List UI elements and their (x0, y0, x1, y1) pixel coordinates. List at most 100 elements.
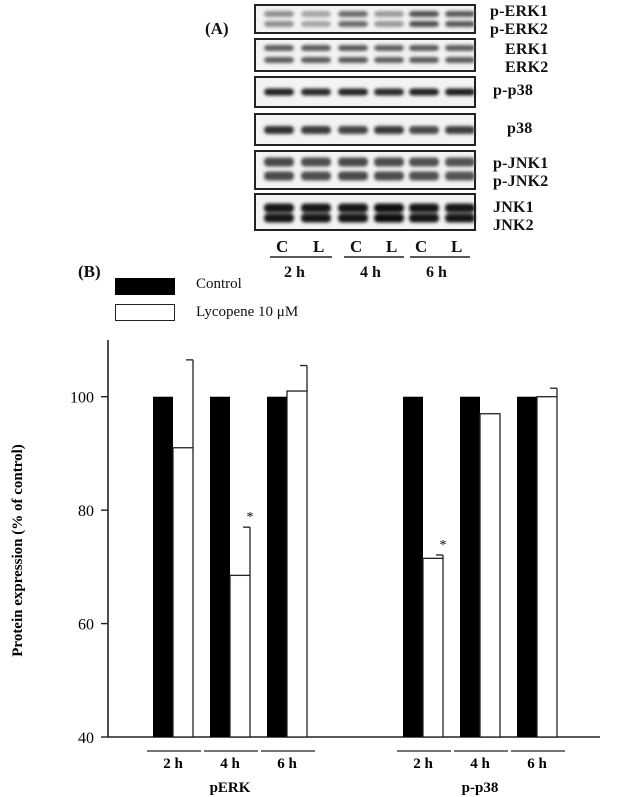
blot-band (264, 126, 294, 134)
blot-band (374, 126, 404, 134)
lane-label: L (386, 237, 398, 256)
blot-band (338, 157, 368, 167)
blot-band (301, 171, 331, 181)
blot-label-erk: ERK1 ERK2 (505, 41, 548, 77)
blot-band (374, 11, 404, 17)
lane-label: L (313, 237, 325, 256)
lane-label: C (350, 237, 363, 256)
time-label-6h: 6 h (426, 264, 447, 281)
category-label: 4 h (470, 756, 490, 772)
blot-label-line: p-ERK2 (490, 21, 549, 38)
panel-a-label: (A) (205, 19, 229, 38)
blot-band (409, 203, 439, 213)
blot-band (374, 88, 404, 96)
blot-band (409, 45, 439, 51)
blot-label-line: p-JNK2 (493, 173, 549, 190)
blot-panel-p-jnk (254, 150, 476, 190)
blot-band (338, 171, 368, 181)
bar-control (267, 396, 287, 737)
category-label: 4 h (220, 756, 240, 772)
lane-label: L (451, 237, 463, 256)
blot-bands (264, 11, 475, 223)
blot-band (409, 57, 439, 63)
blot-label-line: JNK2 (493, 217, 534, 234)
blot-band (445, 157, 475, 167)
blot-band (374, 157, 404, 167)
bar-control (517, 396, 537, 737)
blot-band (445, 88, 475, 96)
blot-band (301, 21, 331, 27)
blot-band (264, 157, 294, 167)
blot-band (445, 57, 475, 63)
group-label: p-p38 (462, 780, 499, 796)
y-tick-label: 40 (78, 730, 94, 747)
blot-band (264, 88, 294, 96)
time-label-2h: 2 h (284, 264, 305, 281)
blot-band (445, 203, 475, 213)
blot-band (338, 45, 368, 51)
category-label: 2 h (163, 756, 183, 772)
blot-band (338, 203, 368, 213)
blot-band (301, 203, 331, 213)
legend-swatch-control (115, 278, 175, 295)
lane-underlines (270, 256, 470, 258)
category-label: 6 h (527, 756, 547, 772)
blot-label-line: ERK2 (505, 59, 549, 76)
group-label: pERK (210, 780, 251, 796)
blot-band (374, 57, 404, 63)
blot-band (374, 45, 404, 51)
blot-band (409, 21, 439, 27)
bar-lycopene (536, 396, 558, 738)
blot-band (338, 21, 368, 27)
blot-band (338, 57, 368, 63)
legend-swatch-lycopene (115, 304, 175, 321)
lane-label: C (415, 237, 428, 256)
blot-band (409, 88, 439, 96)
blot-band (338, 213, 368, 223)
blot-band (264, 203, 294, 213)
blot-label-p-erk: p-ERK1 p-ERK2 (490, 3, 548, 39)
blot-band (301, 157, 331, 167)
blot-band (374, 171, 404, 181)
bar-lycopene (229, 574, 251, 738)
blot-band (374, 203, 404, 213)
blot-band (338, 11, 368, 17)
blot-band (409, 157, 439, 167)
y-tick-label: 60 (78, 617, 94, 634)
blot-band (409, 171, 439, 181)
bar-lycopene (422, 557, 444, 738)
significance-marker: * (440, 538, 447, 553)
blot-band (445, 213, 475, 223)
blot-label-line: p-ERK1 (490, 3, 549, 20)
bar-lycopene (479, 413, 501, 738)
blot-label-p-p38: p-p38 (493, 82, 533, 100)
blot-band (338, 126, 368, 134)
blot-band (301, 57, 331, 63)
blot-label-line: p38 (507, 120, 533, 137)
blot-label-p-jnk: p-JNK1 p-JNK2 (493, 155, 548, 191)
blot-band (409, 11, 439, 17)
bar-control (210, 396, 230, 737)
blot-band (445, 21, 475, 27)
blot-band (264, 21, 294, 27)
category-label: 2 h (413, 756, 433, 772)
blot-label-line: ERK1 (505, 41, 549, 58)
blot-band (301, 11, 331, 17)
lane-label: C (276, 237, 289, 256)
legend-label-lycopene: Lycopene 10 μM (196, 304, 299, 320)
blot-band (301, 88, 331, 96)
bar-control (403, 396, 423, 737)
bar-lycopene (172, 447, 194, 738)
y-tick-label: 80 (78, 503, 94, 520)
panel-b-label: (B) (78, 262, 101, 281)
legend-label-control: Control (196, 276, 242, 292)
blot-band (445, 171, 475, 181)
blot-label-p38: p38 (507, 120, 533, 138)
blot-label-jnk: JNK1 JNK2 (493, 199, 534, 235)
blot-band (409, 213, 439, 223)
blot-label-line: p-p38 (493, 82, 534, 99)
blot-band (264, 45, 294, 51)
blot-label-line: JNK1 (493, 199, 534, 216)
blot-band (445, 126, 475, 134)
